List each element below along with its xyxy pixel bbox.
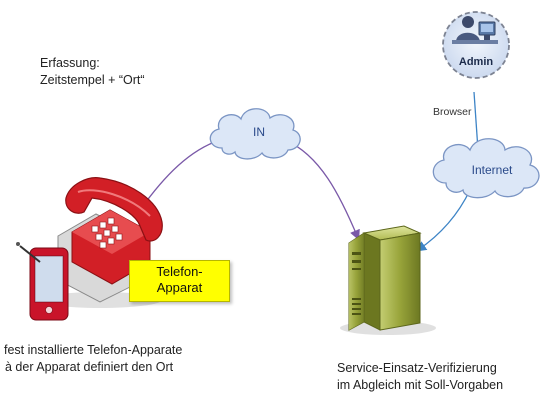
admin-badge	[442, 11, 510, 79]
in-cloud	[209, 108, 301, 160]
connector-internet-to-server	[415, 189, 471, 252]
server-caption-line2: im Abgleich mit Soll-Vorgaben	[337, 378, 504, 392]
connector-in-to-server	[284, 139, 360, 241]
telefon-apparat-label: Telefon- Apparat	[129, 260, 230, 302]
connector-admin-to-internet	[473, 91, 479, 151]
admin-label: Admin	[458, 56, 494, 68]
telefon-apparat-label-line2: Apparat	[156, 280, 203, 295]
phones-caption-line1: fest installierte Telefon-Apparate	[4, 343, 183, 357]
capture-detail: Zeitstempel + “Ort“	[40, 73, 145, 87]
phones-caption-line2: à der Apparat definiert den Ort	[5, 360, 174, 374]
browser-label: Browser	[433, 106, 472, 118]
capture-title: Erfassung:	[40, 56, 100, 70]
internet-cloud	[432, 138, 540, 199]
connector-phone-to-in	[139, 139, 221, 211]
internet-cloud-label: Internet	[471, 163, 513, 177]
server-caption-line1: Service-Einsatz-Verifizierung	[337, 361, 497, 375]
telefon-apparat-label-line1: Telefon-	[156, 264, 203, 279]
server-illustration	[340, 225, 436, 335]
in-cloud-label: IN	[253, 125, 265, 139]
